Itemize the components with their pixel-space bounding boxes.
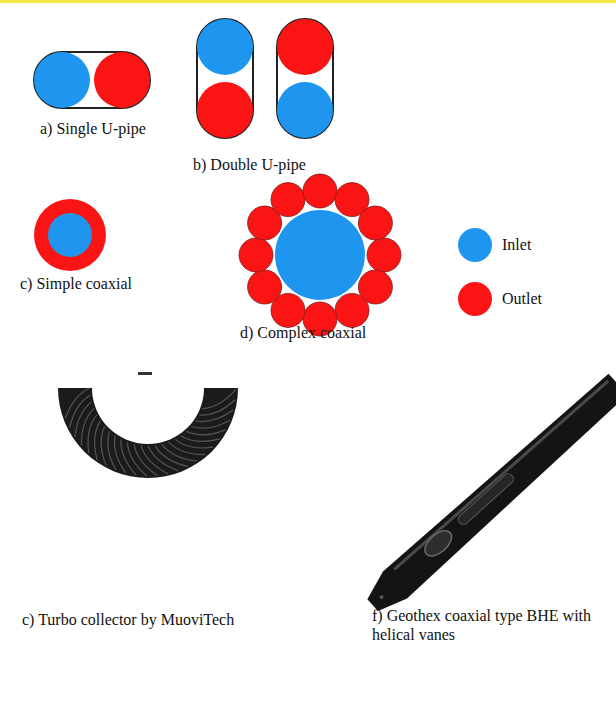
turbo-collector-photo [58, 372, 238, 478]
outlet-pipe [367, 238, 401, 272]
legend-swatch [458, 282, 492, 316]
vane [181, 436, 220, 442]
outlet-pipe [358, 206, 392, 240]
caption-label: a) Single U-pipe [40, 119, 240, 138]
top-rule [0, 0, 616, 3]
caption-label: f) Geothex coaxial type BHE with helical… [372, 606, 610, 644]
outlet-pipe [277, 19, 333, 75]
vane [81, 409, 93, 446]
outlet-pipe [197, 82, 253, 138]
outlet-pipe [303, 174, 337, 208]
vane [175, 439, 213, 448]
legend-row: Inlet [458, 228, 531, 262]
vane [134, 444, 157, 475]
vane [114, 436, 125, 474]
vane [155, 446, 188, 467]
u-pipe-outline [277, 19, 333, 138]
inlet-pipe [48, 213, 92, 257]
outlet-pipe [335, 293, 369, 327]
inlet-pipe [277, 82, 333, 138]
vane [191, 420, 230, 428]
outlet-pipe [239, 238, 273, 272]
vane [127, 442, 146, 476]
vane [169, 442, 206, 454]
outlet-annulus [34, 199, 106, 271]
caption-label: c) Turbo collector by MuoviTech [22, 610, 322, 629]
caption-label: d) Complex coaxial [240, 323, 440, 342]
vane [108, 431, 116, 470]
vane [148, 446, 178, 471]
legend-row: Outlet [458, 282, 542, 316]
inlet-pipe [197, 19, 253, 75]
outlet-pipe [271, 183, 305, 217]
vane [95, 421, 101, 460]
geothex-photo [361, 371, 616, 619]
caption-label: b) Double U-pipe [193, 155, 393, 174]
inlet-pipe [275, 210, 365, 300]
caption-label: c) Simple coaxial [20, 274, 220, 293]
outlet-pipe [248, 270, 282, 304]
legend-text: Outlet [502, 290, 542, 308]
vane [202, 389, 236, 409]
vane [101, 427, 106, 466]
u-pipe-outline [34, 52, 150, 108]
vane [196, 410, 234, 421]
u-pipe-outline [197, 19, 253, 138]
legend-swatch [458, 228, 492, 262]
inlet-pipe [34, 52, 90, 108]
vane [65, 388, 90, 418]
vane [70, 395, 91, 428]
outlet-pipe-ring [239, 174, 401, 336]
outlet-pipe [94, 52, 150, 108]
legend-text: Inlet [502, 236, 531, 254]
vane [88, 415, 97, 453]
vane [141, 446, 168, 474]
vane [187, 430, 226, 435]
